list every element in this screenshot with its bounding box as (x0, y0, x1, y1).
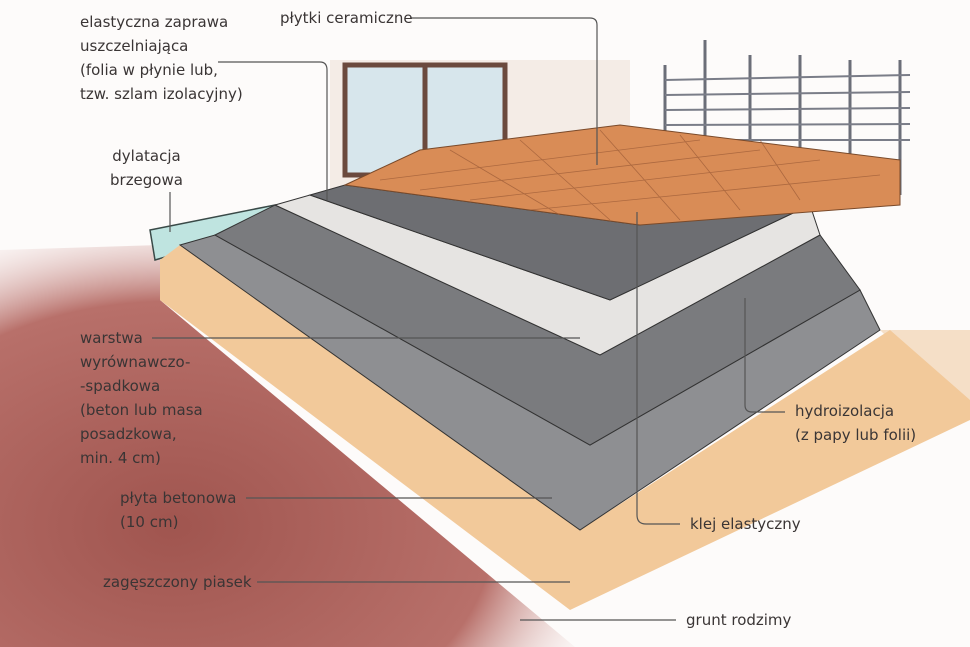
label-flexible-adhesive: klej elastyczny (690, 515, 801, 533)
label-concrete-slab: płyta betonowa (10 cm) (120, 486, 236, 534)
ceramic-tiles (343, 124, 901, 226)
label-ceramic-tiles: płytki ceramiczne (280, 9, 413, 27)
leader-lines (152, 17, 785, 621)
sand-layer (160, 245, 970, 610)
label-elastic-mortar: elastyczna zaprawa uszczelniająca (folia… (80, 10, 243, 106)
label-compacted-sand: zagęszczony piasek (103, 573, 252, 591)
label-waterproofing: hydroizolacja (z papy lub folii) (795, 399, 916, 447)
label-leveling-layer: warstwa wyrównawczo- -spadkowa (beton lu… (80, 326, 203, 470)
native-soil (0, 245, 575, 647)
label-line: min. 4 cm) (80, 449, 161, 467)
label-line: (beton lub masa (80, 401, 203, 419)
label-line: wyrównawczo- (80, 353, 191, 371)
label-line: posadzkowa, (80, 425, 177, 443)
label-line: warstwa (80, 329, 143, 347)
label-line: -spadkowa (80, 377, 161, 395)
label-line: (z papy lub folii) (795, 426, 917, 444)
label-line: elastyczna zaprawa (80, 13, 229, 31)
label-line: płyta betonowa (120, 489, 237, 507)
label-expansion-joint: dylatacja brzegowa (110, 144, 183, 192)
label-line: (10 cm) (120, 513, 179, 531)
label-line: dylatacja (112, 147, 181, 165)
label-line: tzw. szlam izolacyjny) (80, 85, 243, 103)
label-line: (folia w płynie lub, (80, 61, 218, 79)
label-line: hydroizolacja (795, 402, 895, 420)
label-native-soil: grunt rodzimy (686, 611, 792, 629)
label-line: brzegowa (110, 171, 183, 189)
label-line: uszczelniająca (80, 37, 189, 55)
